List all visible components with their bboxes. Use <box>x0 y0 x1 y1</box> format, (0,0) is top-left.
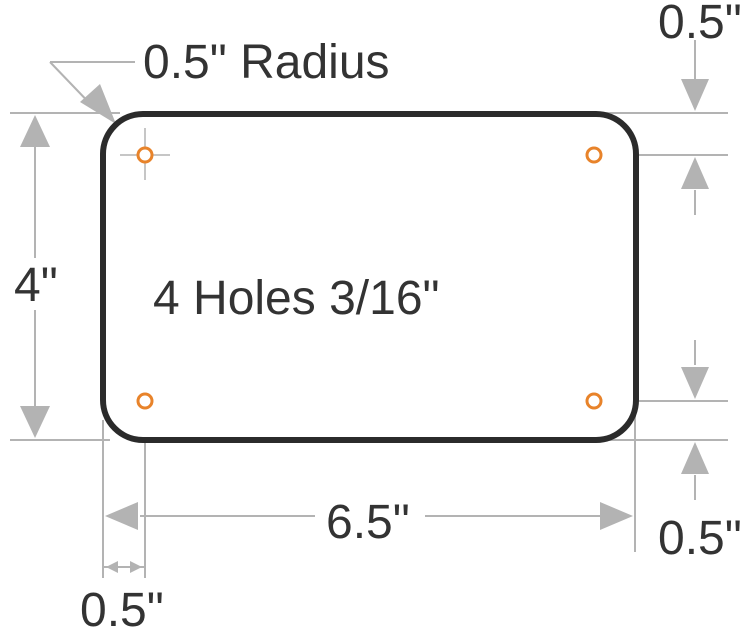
mounting-holes <box>136 146 603 410</box>
holes-label: 4 Holes 3/16" <box>153 272 440 325</box>
hole-top-right <box>585 146 603 164</box>
top-right-offset-label: 0.5" <box>658 0 742 49</box>
radius-label: 0.5" Radius <box>143 36 390 89</box>
bottom-left-offset-label: 0.5" <box>80 584 164 632</box>
sign-outline <box>100 111 639 443</box>
height-label: 4" <box>14 259 58 312</box>
width-label: 6.5" <box>326 496 410 549</box>
bottom-right-offset-label: 0.5" <box>658 512 742 565</box>
hole-bottom-right <box>585 392 603 410</box>
hole-bottom-left <box>136 392 154 410</box>
hole-top-left <box>136 146 154 164</box>
